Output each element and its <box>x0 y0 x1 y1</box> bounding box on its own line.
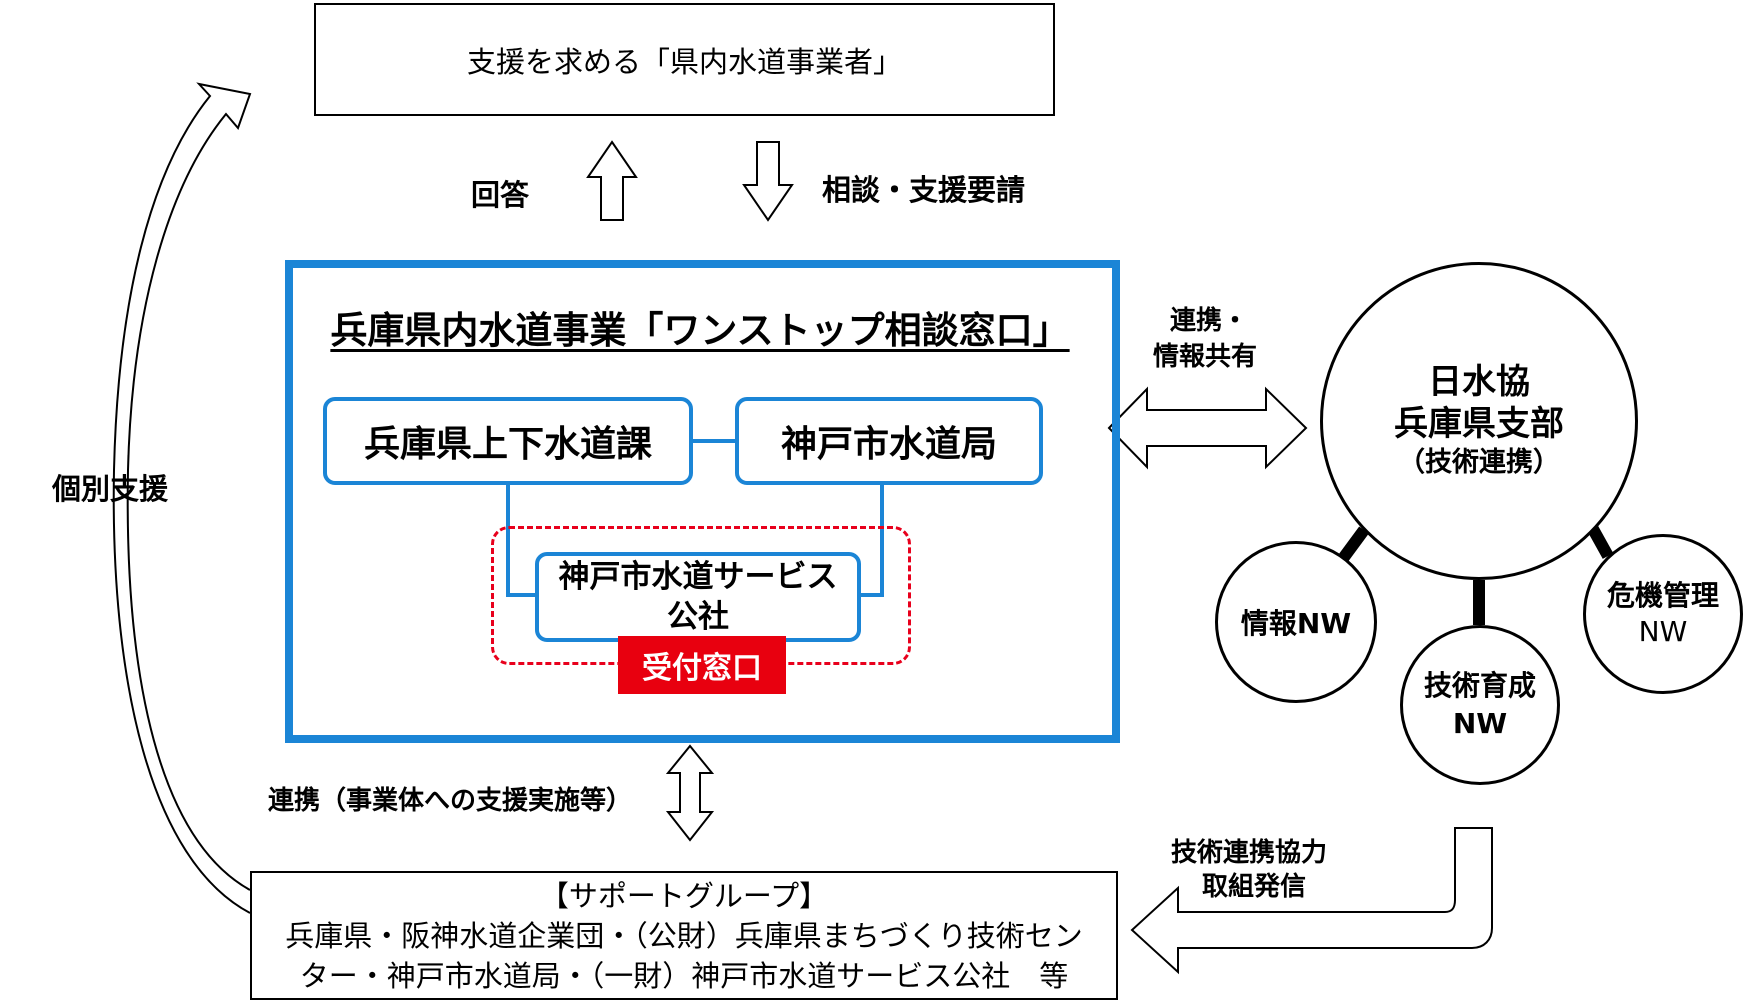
cooperation-label-line1: 連携・ <box>1170 306 1249 336</box>
risk-nw-line2: NW <box>1638 615 1688 648</box>
kobe-waterworks-label: 神戸市水道局 <box>780 424 997 465</box>
consult-arrow <box>742 141 794 222</box>
pref-water-division-box: 兵庫県上下水道課 <box>323 397 693 485</box>
reply-label: 回答 <box>471 178 530 212</box>
one-stop-consultation-panel <box>285 260 1120 743</box>
jwwa-line1: 日水協 <box>1428 362 1530 402</box>
support-group-box: 【サポートグループ】 兵庫県・阪神水道企業団・（公財）兵庫県まちづくり技術セン … <box>250 871 1118 1000</box>
info-nw-label: 情報NW <box>1240 607 1352 640</box>
reception-window-label: 受付窓口 <box>642 651 762 686</box>
jwwa-line3: （技術連携） <box>1398 447 1560 478</box>
tech-cooperation-label-line1: 技術連携協力 <box>1171 838 1328 868</box>
pref-water-division-label: 兵庫県上下水道課 <box>363 424 652 465</box>
support-group-double-arrow <box>665 744 715 842</box>
skill-nw-circle: 技術育成 NW <box>1400 625 1560 785</box>
pref-service-connector <box>506 485 535 597</box>
tech-cooperation-arrow <box>1130 827 1493 975</box>
support-group-members-line2: ター・神戸市水道局・（一財）神戸市水道サービス公社 等 <box>299 958 1069 993</box>
kobe-waterworks-box: 神戸市水道局 <box>735 397 1043 485</box>
skill-nw-line2: NW <box>1452 707 1508 740</box>
kobe-water-service-line2: 公社 <box>667 599 729 635</box>
risk-nw-line1: 危機管理 <box>1606 579 1719 612</box>
kobe-service-connector <box>861 485 884 597</box>
kobe-water-service-line1: 神戸市水道サービス <box>558 559 838 595</box>
support-group-link-label: 連携（事業体への支援実施等） <box>268 786 633 816</box>
individual-support-label: 個別支援 <box>52 472 169 506</box>
reply-arrow <box>586 140 638 221</box>
one-stop-title: 兵庫県内水道事業「ワンストップ相談窓口」 <box>330 309 1070 352</box>
support-group-title: 【サポートグループ】 <box>539 878 829 913</box>
risk-nw-circle: 危機管理 NW <box>1583 534 1743 694</box>
top-box-text: 支援を求める「県内水道事業者」 <box>466 44 902 79</box>
cooperation-double-arrow <box>1107 386 1308 470</box>
jwwa-line2: 兵庫県支部 <box>1394 404 1564 444</box>
jwwa-hyogo-branch-circle: 日水協 兵庫県支部 （技術連携） <box>1320 262 1638 580</box>
skill-nw-line1: 技術育成 <box>1423 669 1536 702</box>
cooperation-label-line2: 情報共有 <box>1153 342 1258 372</box>
individual-support-arrow <box>112 82 252 914</box>
info-nw-circle: 情報NW <box>1215 541 1377 703</box>
tech-cooperation-label-line2: 取組発信 <box>1202 872 1307 902</box>
reception-window-badge: 受付窓口 <box>618 636 786 694</box>
top-box-water-utilities: 支援を求める「県内水道事業者」 <box>314 3 1055 116</box>
support-group-members-line1: 兵庫県・阪神水道企業団・（公財）兵庫県まちづくり技術セン <box>285 918 1083 953</box>
consult-label: 相談・支援要請 <box>822 173 1026 207</box>
kobe-water-service-box: 神戸市水道サービス 公社 <box>535 552 861 642</box>
